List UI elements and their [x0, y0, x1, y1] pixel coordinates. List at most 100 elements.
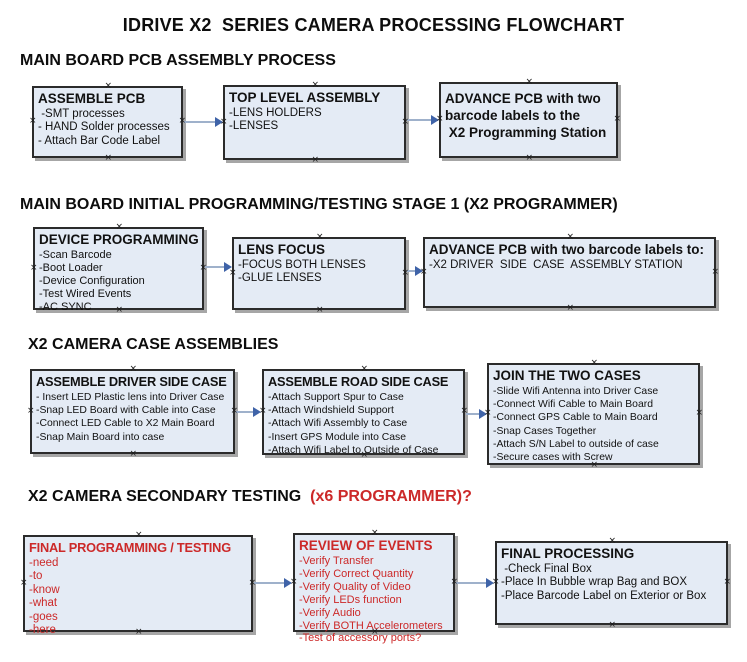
box-title: LENS FOCUS: [238, 242, 326, 257]
connector-handle-icon: ×: [316, 232, 324, 242]
box-item: -Verify Audio: [299, 606, 361, 619]
flow-box-review-of-events: ×××× REVIEW OF EVENTS -Verify Transfer -…: [290, 529, 458, 645]
box-item: - Insert LED Plastic lens into Driver Ca…: [36, 392, 225, 403]
box-title: ADVANCE PCB with two barcode labels to:: [429, 242, 705, 257]
flow-arrow-icon: [407, 115, 439, 125]
box-item: -Attach S/N Label to outside of case: [493, 438, 659, 450]
box-title: TOP LEVEL ASSEMBLY: [229, 90, 381, 105]
connector-handle-icon: ×: [590, 460, 599, 470]
box-item: -Secure cases with Screw: [493, 452, 613, 464]
box-item: -AC SYNC: [39, 300, 92, 313]
flow-arrow-icon: [184, 117, 223, 127]
box-item: -Connect LED Cable to X2 Main Board: [36, 418, 215, 430]
box-item: -X2 DRIVER SIDE CASE ASSEMBLY STATION: [429, 259, 683, 271]
flow-arrow-icon: [456, 578, 494, 588]
connector-handle-icon: ×: [608, 620, 617, 630]
connector-handle-icon: ×: [129, 364, 138, 374]
flow-box-assemble-driver-side-case: ×××× ASSEMBLE DRIVER SIDE CASE - Insert …: [27, 365, 238, 459]
box-item: -Attach Wifi Assembly to Case: [268, 418, 408, 430]
connector-handle-icon: ×: [695, 408, 703, 418]
box-item: -LENSES: [229, 120, 279, 133]
box-item: -Verify Quality of Video: [299, 580, 411, 593]
connector-handle-icon: ×: [401, 267, 409, 278]
connector-handle-icon: ×: [360, 450, 369, 460]
connector-handle-icon: ×: [311, 80, 320, 90]
box-item: -Test Wired Events: [39, 287, 132, 300]
section-heading-case-assemblies: X2 CAMERA CASE ASSEMBLIES: [28, 336, 278, 354]
connector-handle-icon: ×: [135, 530, 143, 540]
flow-box-assemble-pcb: ×××× ASSEMBLE PCB -SMT processes - HAND …: [29, 82, 186, 163]
flow-arrow-icon: [205, 262, 232, 272]
box-item: -know: [29, 583, 60, 596]
box-item: -Device Configuration: [39, 274, 145, 287]
box-item: -Verify BOTH Accelerometers: [299, 619, 443, 632]
page-title: IDRIVE X2 SERIES CAMERA PROCESSING FLOWC…: [122, 15, 625, 35]
connector-handle-icon: ×: [608, 536, 617, 546]
box-title: REVIEW OF EVENTS: [299, 538, 433, 553]
flow-box-join-the-two-cases: ×××× JOIN THE TWO CASES -Slide Wifi Ante…: [484, 359, 703, 470]
flow-box-top-level-assembly: ×××× TOP LEVEL ASSEMBLY -LENS HOLDERS -L…: [220, 81, 409, 165]
box-item: -Verify Transfer: [299, 555, 374, 567]
box-item: -SMT processes: [38, 108, 125, 120]
section-heading-text: MAIN BOARD INITIAL PROGRAMMING/TESTING S…: [20, 196, 618, 213]
connector-handle-icon: ×: [566, 303, 575, 313]
box-title: ASSEMBLE PCB: [38, 91, 146, 106]
connector-handle-icon: ×: [436, 114, 444, 124]
box-title: DEVICE PROGRAMMING: [39, 232, 199, 247]
box-item: -to: [29, 570, 43, 583]
section-heading-secondary-testing: X2 CAMERA SECONDARY TESTING (x6 PROGRAMM…: [28, 488, 472, 506]
connector-handle-icon: ×: [360, 364, 369, 374]
section-heading-text: X2 CAMERA CASE ASSEMBLIES: [28, 336, 279, 353]
connector-handle-icon: ×: [259, 406, 267, 416]
connector-handle-icon: ×: [20, 577, 28, 588]
connector-handle-icon: ×: [135, 627, 143, 637]
connector-handle-icon: ×: [290, 576, 298, 587]
connector-handle-icon: ×: [220, 116, 228, 127]
box-title: ASSEMBLE DRIVER SIDE CASE: [36, 374, 227, 389]
section-heading-red-text: (x6 PROGRAMMER)?: [305, 488, 472, 505]
connector-handle-icon: ×: [30, 262, 38, 273]
connector-handle-icon: ×: [104, 81, 113, 91]
box-item: - HAND Solder processes: [38, 121, 170, 134]
section-heading-text: MAIN BOARD PCB ASSEMBLY PROCESS: [20, 52, 336, 69]
box-item: -Verify LEDs function: [299, 593, 402, 606]
box-item: -Snap LED Board with Cable into Case: [36, 405, 216, 417]
box-title: ADVANCE PCB with two barcode labels to t…: [445, 91, 607, 140]
connector-handle-icon: ×: [525, 153, 534, 163]
connector-handle-icon: ×: [311, 155, 320, 165]
box-title: FINAL PROGRAMMING / TESTING: [29, 540, 231, 555]
connector-handle-icon: ×: [178, 116, 186, 126]
box-item: -Scan Barcode: [39, 249, 112, 261]
flow-box-lens-focus: ×××× LENS FOCUS -FOCUS BOTH LENSES -GLUE…: [229, 233, 409, 315]
flow-box-advance-pcb-programming-station: ×××× ADVANCE PCB with two barcode labels…: [436, 78, 621, 163]
box-item: -Connect Wifi Cable to Main Board: [493, 399, 653, 411]
connector-handle-icon: ×: [248, 577, 256, 588]
connector-handle-icon: ×: [115, 305, 124, 315]
connector-handle-icon: ×: [199, 262, 207, 273]
box-item: - Attach Bar Code Label: [38, 134, 161, 147]
flow-box-device-programming: ×××× DEVICE PROGRAMMING -Scan Barcode -B…: [30, 223, 207, 315]
flow-arrow-icon: [254, 578, 292, 588]
connector-handle-icon: ×: [492, 577, 500, 587]
box-item: -here: [29, 624, 56, 637]
connector-handle-icon: ×: [711, 266, 719, 277]
box-item: -Snap Cases Together: [493, 425, 597, 437]
flow-arrow-icon: [466, 409, 487, 419]
box-item: -Connect GPS Cable to Main Board: [493, 412, 658, 424]
box-item: -Attach Wifi Label to Outside of Case: [268, 444, 439, 456]
section-heading-pcb-assembly: MAIN BOARD PCB ASSEMBLY PROCESS: [20, 52, 336, 70]
connector-handle-icon: ×: [450, 576, 458, 587]
connector-handle-icon: ×: [371, 528, 379, 538]
box-item: -Place Barcode Label on Exterior or Box: [501, 589, 707, 602]
box-item: -FOCUS BOTH LENSES: [238, 259, 366, 271]
connector-handle-icon: ×: [401, 116, 409, 127]
box-title: ASSEMBLE ROAD SIDE CASE: [268, 374, 449, 389]
box-item: -goes: [29, 610, 58, 623]
box-item: -Check Final Box: [501, 563, 592, 575]
box-title: JOIN THE TWO CASES: [493, 368, 641, 383]
connector-handle-icon: ×: [229, 267, 237, 278]
box-item: -Snap Main Board into case: [36, 431, 165, 443]
flow-arrow-icon: [236, 407, 261, 417]
section-heading-text: X2 CAMERA SECONDARY TESTING: [28, 488, 306, 505]
